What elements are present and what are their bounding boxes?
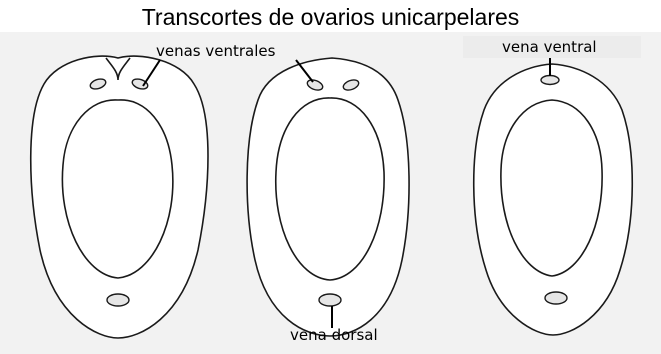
ovary-1-locule bbox=[61, 99, 174, 279]
ovary-2-locule bbox=[274, 97, 385, 281]
diagram-title: Transcortes de ovarios unicarpelares bbox=[141, 4, 520, 30]
ovary-1-ventral-suture bbox=[105, 57, 131, 81]
leader-venas-ventrales-1 bbox=[142, 59, 161, 87]
label-background bbox=[463, 36, 641, 58]
ovary-2-ventral-vein-right bbox=[342, 79, 360, 91]
ovary-2-dorsal-vein bbox=[318, 293, 342, 307]
ovary-1-ventral-vein-left bbox=[89, 78, 107, 90]
ovary-3-locule bbox=[500, 99, 603, 277]
label-venas-ventrales: venas ventrales bbox=[156, 42, 276, 60]
leader-venas-ventrales-2 bbox=[295, 59, 314, 83]
ovary-2-ventral-vein-left bbox=[306, 79, 324, 91]
label-vena-ventral: vena ventral bbox=[502, 38, 597, 56]
ovary-1-dorsal-vein bbox=[106, 293, 130, 307]
ovary-3-ventral-vein bbox=[540, 74, 560, 86]
label-vena-dorsal: vena dorsal bbox=[290, 326, 378, 344]
ovary-3-dorsal-vein bbox=[544, 291, 568, 305]
